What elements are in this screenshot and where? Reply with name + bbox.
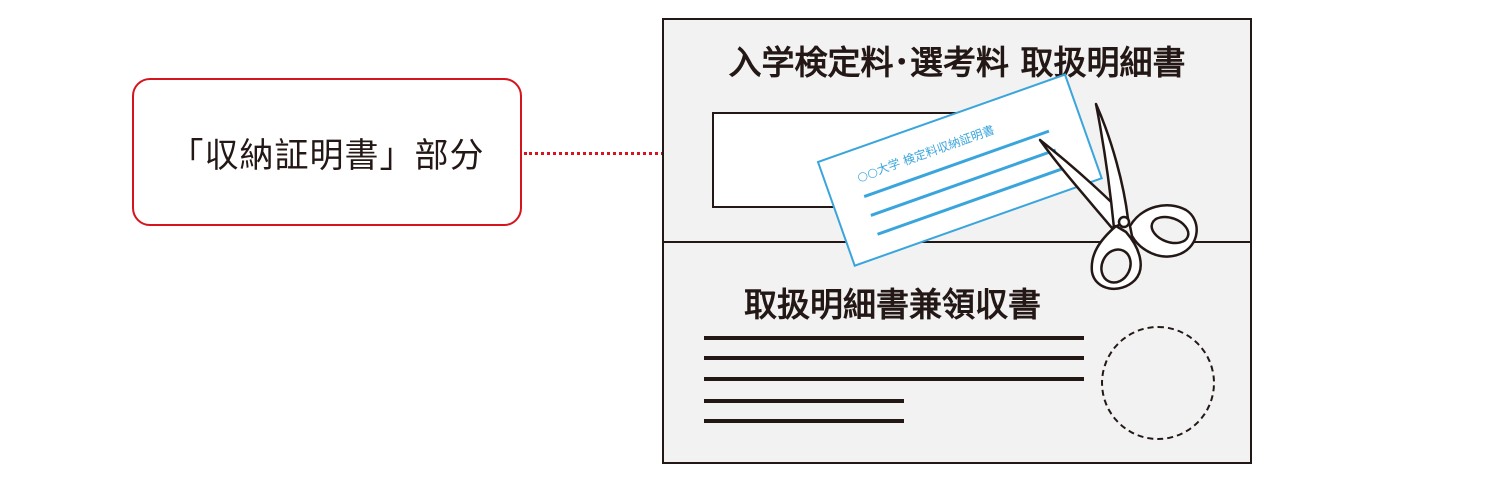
text-rule-1 [704, 336, 1084, 340]
callout-label: 「収納証明書」部分 [169, 135, 485, 176]
stamp-circle [1101, 326, 1215, 440]
certificate-rule-3 [877, 167, 1063, 236]
certificate-slip: ○○大学 検定料収納証明書 [816, 73, 1103, 267]
certificate-rule-1 [863, 129, 1050, 198]
text-rule-5 [704, 419, 904, 423]
receipt-title: 取扱明細書兼領収書 [744, 285, 1041, 324]
scissors-icon [1038, 102, 1198, 291]
document-title: 入学検定料･選考料 取扱明細書 [728, 43, 1186, 82]
text-rule-2 [704, 356, 1084, 360]
perforation-line [664, 241, 1250, 243]
callout-box: 「収納証明書」部分 [132, 78, 522, 226]
text-rule-4 [704, 399, 904, 403]
text-rule-3 [704, 377, 1084, 381]
certificate-rule-2 [870, 148, 1057, 217]
